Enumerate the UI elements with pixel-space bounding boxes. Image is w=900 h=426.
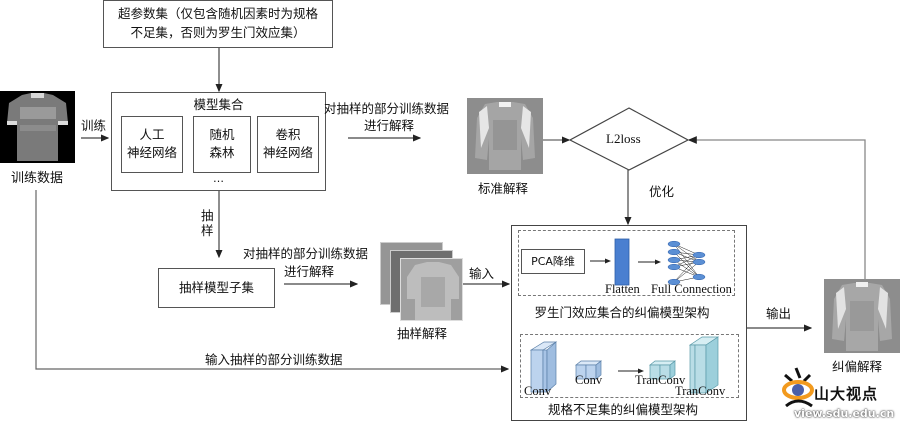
conv-1-label: Conv bbox=[524, 384, 552, 398]
training-data-label: 训练数据 bbox=[11, 171, 64, 186]
arrow-bottom bbox=[35, 190, 510, 373]
watermark-brand: 山大视点 bbox=[814, 385, 879, 403]
underspec-arch-caption: 规格不足集的纠偏模型架构 bbox=[547, 402, 698, 417]
model-set-title: 模型集合 bbox=[193, 97, 244, 112]
input-arrow-label: 输入 bbox=[469, 266, 495, 281]
explain-mid-line-1: 对抽样的部分训练数据 bbox=[243, 246, 369, 261]
model-ann-box: 人工 神经网络 bbox=[121, 116, 183, 173]
hyperparameter-set-box: 超参数集（仅包含随机因素时为规格 不足集，否则为罗生门效应集） bbox=[103, 0, 333, 48]
tshirt-icon bbox=[7, 93, 68, 161]
tranconv-2-label: TranConv bbox=[675, 384, 726, 398]
sample-arrow-label-1: 抽 bbox=[201, 208, 214, 223]
rashomon-arch-caption: 罗生门效应集合的纠偏模型架构 bbox=[534, 305, 710, 320]
sampled-model-subset-label: 抽样模型子集 bbox=[178, 280, 254, 295]
l2loss-diamond bbox=[568, 107, 690, 171]
flatten-layer bbox=[614, 238, 630, 286]
sampled-explanation-image-3 bbox=[400, 258, 463, 321]
pca-label: PCA降维 bbox=[531, 255, 575, 268]
full-connection-label: Full Connection bbox=[651, 282, 732, 296]
model-rf-box: 随机 森林 bbox=[193, 116, 251, 173]
explain-top-line-1: 对抽样的部分训练数据 bbox=[324, 101, 450, 116]
training-data-image bbox=[0, 91, 75, 163]
saliency-map-icon bbox=[407, 262, 459, 320]
tranconv-block-1 bbox=[649, 360, 676, 380]
sampled-model-subset-box: 抽样模型子集 bbox=[158, 268, 275, 308]
eye-logo-icon bbox=[782, 367, 814, 408]
pca-box: PCA降维 bbox=[521, 249, 585, 274]
sampled-explanation-label: 抽样解释 bbox=[397, 326, 448, 341]
standard-explanation-label: 标准解释 bbox=[478, 181, 529, 196]
model-set-ellipsis: … bbox=[213, 172, 224, 185]
tranconv-block-2 bbox=[688, 336, 720, 394]
watermark: 山大视点 view.sdu.edu.cn bbox=[782, 366, 900, 426]
bottom-arrow-label: 输入抽样的部分训练数据 bbox=[205, 352, 343, 367]
l2loss-label: L2loss bbox=[606, 131, 641, 146]
sample-arrow-label-2: 样 bbox=[201, 223, 214, 238]
model-set-box: 模型集合 人工 神经网络 随机 森林 卷积 神经网络 … bbox=[111, 92, 326, 191]
watermark-url: view.sdu.edu.cn bbox=[794, 407, 895, 420]
arrow-feedback bbox=[687, 136, 866, 279]
saliency-map-icon bbox=[832, 282, 892, 351]
underspec-arch-graphics bbox=[529, 336, 720, 394]
model-cnn-line-1: 卷积 bbox=[275, 127, 301, 142]
output-arrow-label: 输出 bbox=[766, 306, 792, 321]
explain-mid-line-2: 进行解释 bbox=[284, 264, 335, 279]
conv-block-1 bbox=[529, 341, 558, 393]
flatten-label: Flatten bbox=[605, 282, 640, 296]
train-arrow-label: 训练 bbox=[81, 118, 107, 133]
model-cnn-line-2: 神经网络 bbox=[262, 145, 313, 160]
rashomon-arch-graphics bbox=[590, 238, 706, 286]
corrected-explanation-image bbox=[824, 279, 900, 353]
hyperparameter-line-1: 超参数集（仅包含随机因素时为规格 bbox=[117, 6, 318, 21]
hyperparameter-line-2: 不足集，否则为罗生门效应集） bbox=[130, 25, 306, 40]
model-ann-line-1: 人工 bbox=[139, 127, 165, 142]
optimize-label: 优化 bbox=[649, 184, 675, 199]
conv-block-2 bbox=[575, 360, 602, 380]
conv-2-label: Conv bbox=[575, 373, 603, 387]
explain-top-line-2: 进行解释 bbox=[364, 118, 415, 133]
correction-model-box: PCA降维 Flatten Full Connection 罗生门效应集合的纠偏… bbox=[511, 225, 747, 421]
fc-nodes bbox=[667, 240, 706, 286]
saliency-map-icon bbox=[475, 102, 535, 170]
standard-explanation-image bbox=[467, 98, 543, 174]
tranconv-1-label: TranConv bbox=[635, 373, 686, 387]
model-ann-line-2: 神经网络 bbox=[126, 145, 177, 160]
rashomon-arch-dashed-box bbox=[518, 230, 735, 296]
model-cnn-box: 卷积 神经网络 bbox=[257, 116, 319, 173]
corrected-explanation-label: 纠偏解释 bbox=[832, 359, 883, 374]
model-rf-line-2: 森林 bbox=[209, 145, 235, 160]
underspec-arch-dashed-box bbox=[520, 334, 739, 398]
model-rf-line-1: 随机 bbox=[209, 127, 235, 142]
